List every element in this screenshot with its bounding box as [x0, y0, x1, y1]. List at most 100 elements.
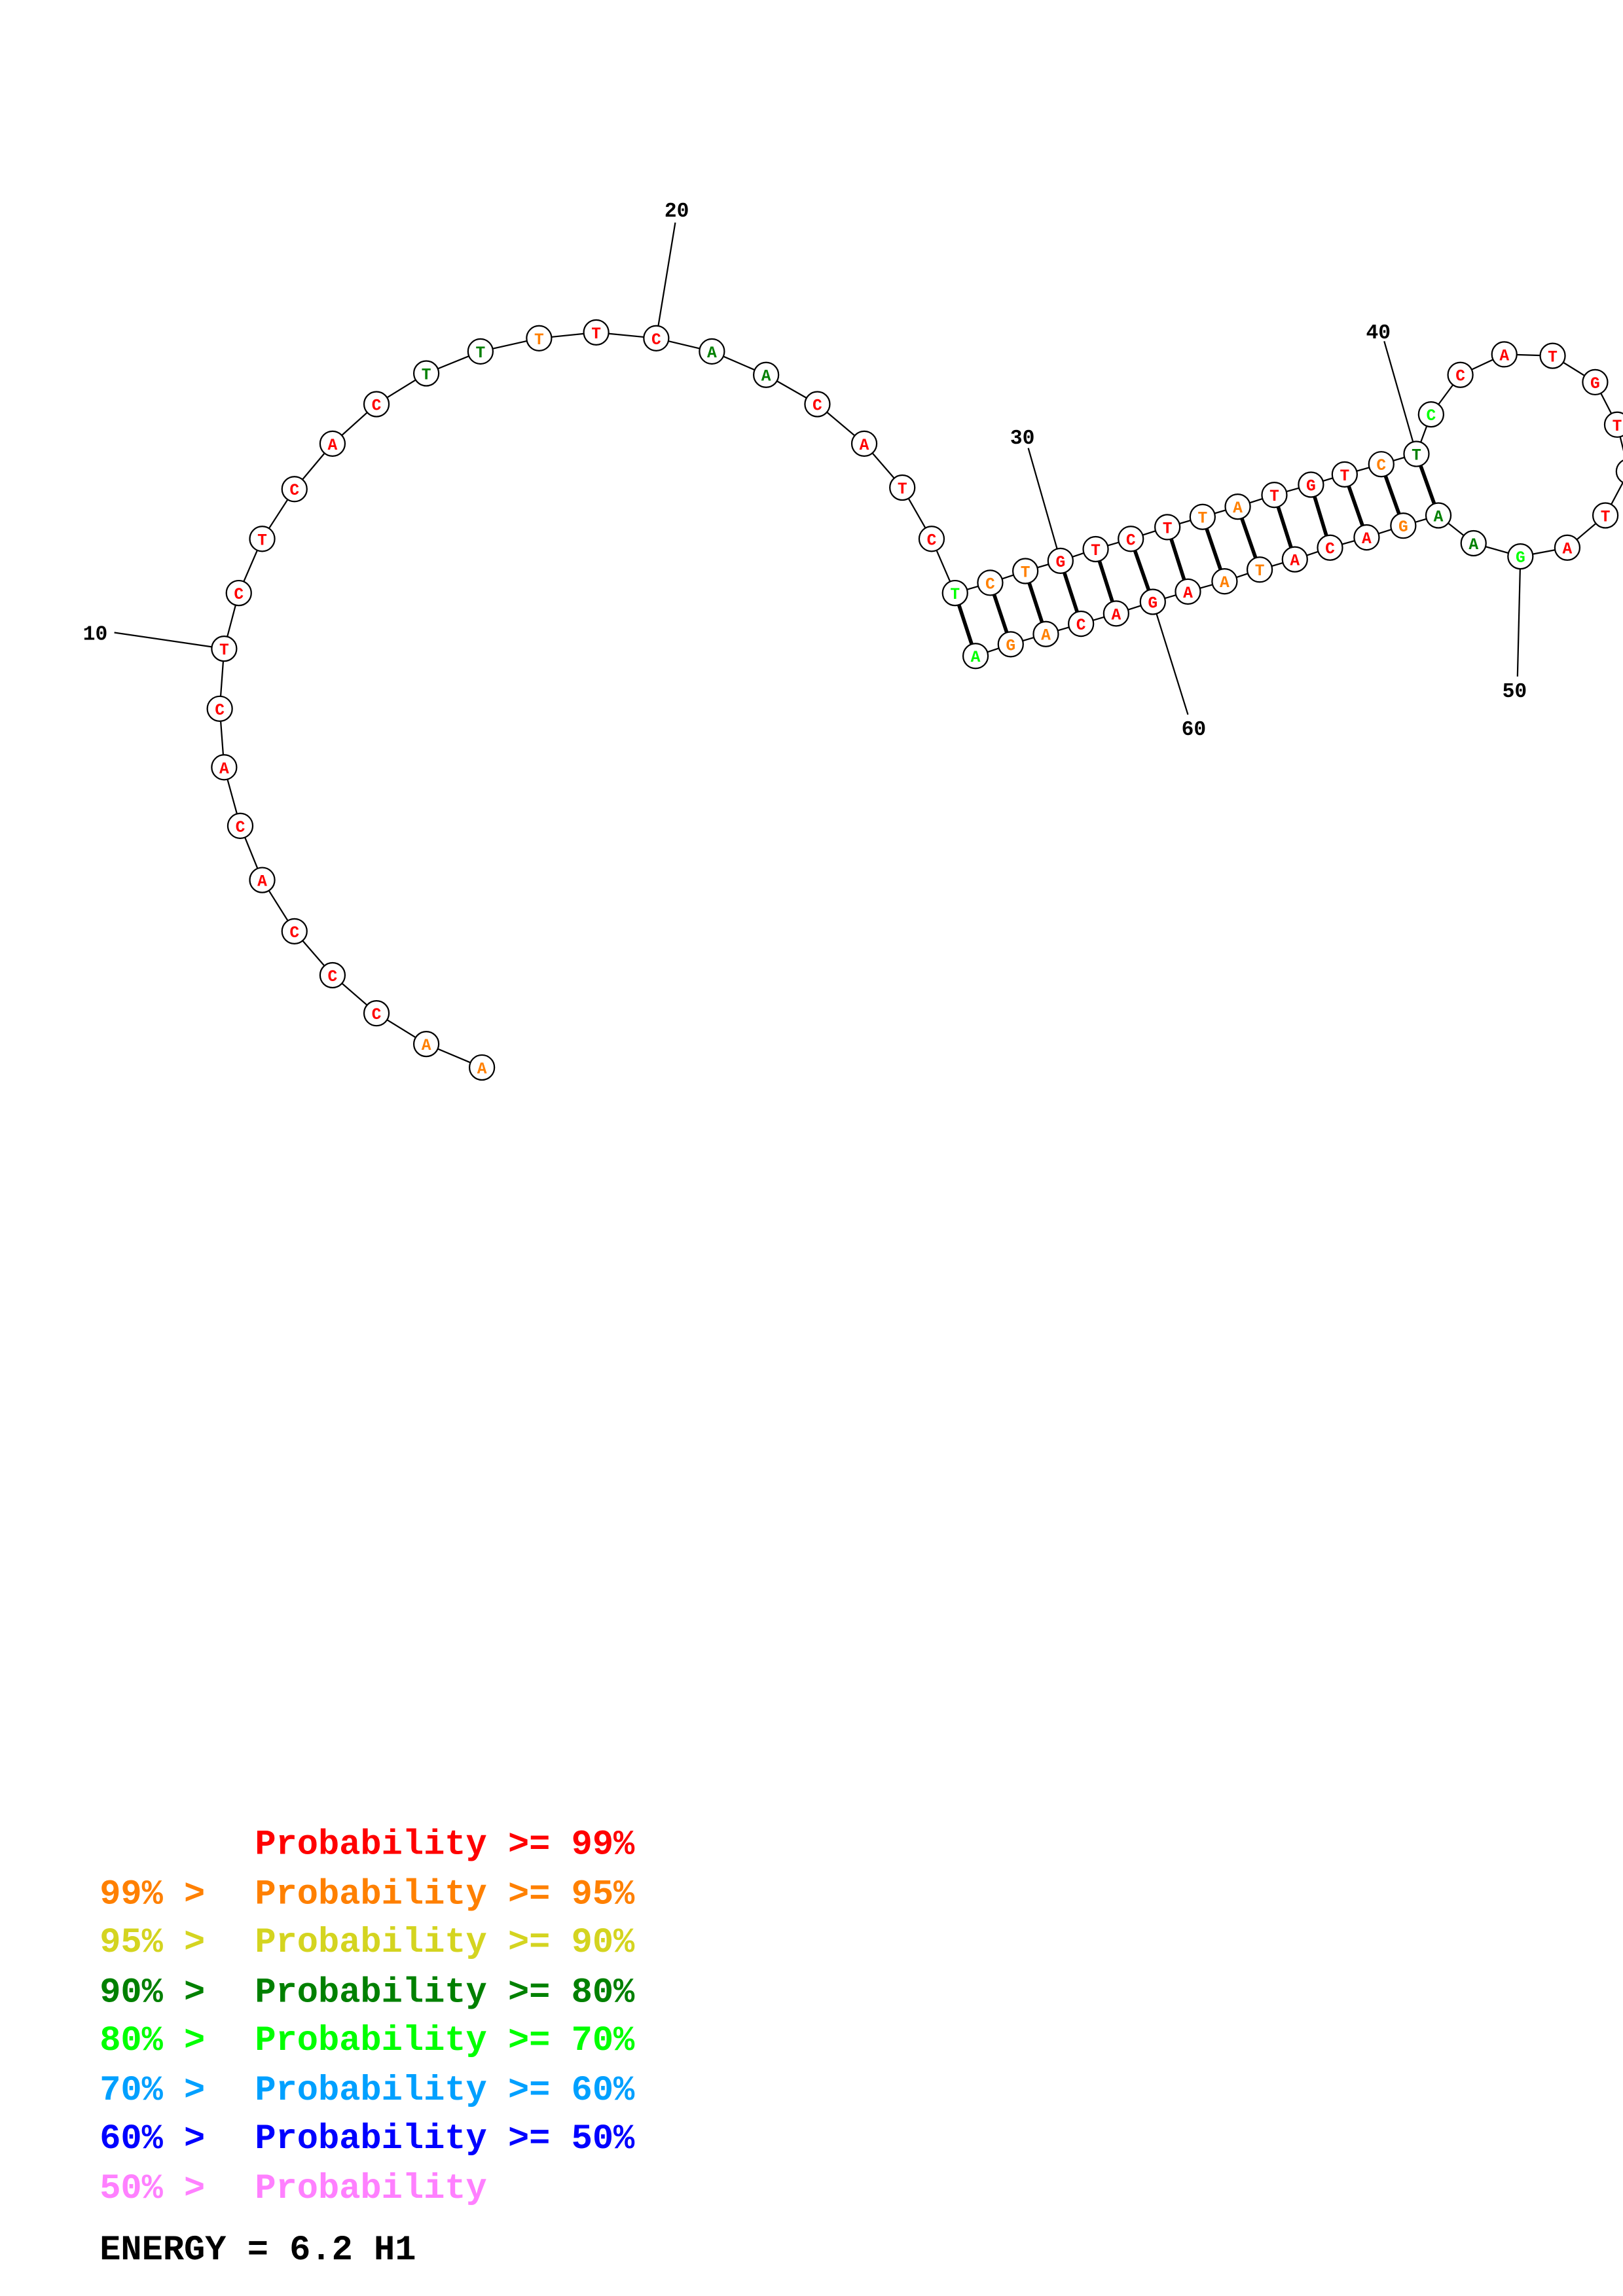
nucleotide: A — [1460, 529, 1487, 557]
nucleotide-letter: T — [1601, 509, 1611, 526]
nucleotide: G — [1390, 512, 1417, 539]
nucleotide: A — [1353, 524, 1380, 551]
nucleotide-circle — [1507, 543, 1534, 570]
nucleotide-letter: T — [219, 642, 229, 660]
legend-row-2: 95% > Probability >= 90% — [100, 1923, 635, 1963]
nucleotide-circle — [1103, 600, 1129, 627]
nucleotide: T — [1154, 514, 1181, 541]
nucleotide-letter: A — [860, 437, 869, 455]
nucleotide-letter: T — [1091, 543, 1101, 560]
nucleotide: C — [1317, 534, 1343, 561]
nucleotide-letter: A — [422, 1037, 431, 1055]
index-tick-line — [1516, 556, 1522, 677]
legend-row-4: 80% > Probability >= 70% — [100, 2021, 635, 2061]
nucleotide-letter: A — [1290, 553, 1300, 571]
nucleotide-circle — [249, 526, 276, 552]
nucleotide: C — [1368, 451, 1395, 478]
nucleotide-circle — [850, 430, 878, 457]
nucleotide-letter: T — [534, 332, 544, 350]
nucleotide-letter: C — [215, 702, 225, 720]
nucleotide-letter: T — [1021, 564, 1030, 582]
nucleotide-circle — [1246, 556, 1273, 583]
nucleotide-letter: T — [898, 481, 907, 499]
nucleotide: A — [1103, 600, 1129, 627]
nucleotide-circle — [1417, 401, 1444, 428]
nucleotide-circle — [1154, 514, 1181, 541]
nucleotide-letter: G — [1148, 595, 1158, 613]
nucleotide: C — [281, 918, 308, 945]
nucleotide-circle — [211, 754, 238, 781]
nucleotide: G — [1047, 547, 1074, 574]
nucleotide-circle — [319, 430, 346, 457]
nucleotide: C — [363, 391, 390, 418]
nucleotide-letter: A — [219, 761, 229, 778]
nucleotide-circle — [1615, 459, 1623, 484]
index-tick-line — [1027, 448, 1061, 562]
nucleotide-letter: A — [1499, 348, 1509, 365]
nucleotide: G — [1139, 588, 1166, 615]
nucleotide: T — [1592, 502, 1619, 529]
nucleotide: G — [1582, 368, 1609, 396]
nucleotide-circle — [225, 579, 252, 607]
nucleotide: A — [1211, 568, 1238, 595]
legend-row-3: 90% > Probability >= 80% — [100, 1973, 635, 2013]
nucleotide: T — [1261, 482, 1288, 509]
nucleotide-letter: A — [971, 649, 981, 667]
nucleotide: A — [1554, 534, 1581, 561]
index-label: 30 — [1010, 427, 1035, 450]
energy-label: ENERGY = 6.2 H1 — [100, 2231, 416, 2270]
nucleotide-circle — [1012, 558, 1039, 584]
nucleotide-letter: A — [1233, 500, 1243, 518]
nucleotide-circle — [1118, 526, 1144, 552]
nucleotide-circle — [1047, 547, 1074, 574]
nucleotide-letter: C — [985, 576, 995, 594]
nucleotide-letter: C — [328, 969, 338, 986]
nucleotide: T — [1331, 461, 1358, 488]
nucleotide-letter: A — [707, 345, 717, 363]
nucleotide-circle — [804, 391, 831, 418]
nucleotide-circle — [583, 319, 610, 346]
nucleotide: C — [281, 476, 308, 503]
index-tick-line — [114, 632, 225, 650]
nucleotide-letter: T — [1548, 350, 1558, 367]
nucleotide-circle — [249, 867, 276, 893]
nucleotide: A — [1032, 620, 1059, 647]
nucleotide-circle — [412, 360, 440, 387]
nucleotide-circle — [753, 361, 780, 388]
nucleotide-letter: G — [1055, 554, 1065, 572]
nucleotide-circle — [1592, 502, 1619, 529]
nucleotide-letter: T — [1412, 447, 1421, 465]
nucleotide-letter: T — [1613, 418, 1622, 436]
nucleotide-circle — [319, 961, 346, 989]
nucleotide-circle — [997, 631, 1024, 658]
nucleotide-letter: C — [1126, 532, 1136, 550]
index-tick-line — [1152, 601, 1189, 715]
nucleotide-letter: A — [328, 437, 338, 455]
nucleotide-letter: G — [1006, 637, 1015, 655]
nucleotide-letter: T — [422, 367, 431, 384]
index-label: 10 — [83, 624, 108, 647]
nucleotide-letter: T — [1163, 520, 1173, 538]
nucleotide: T — [467, 338, 494, 365]
nucleotide-circle — [1390, 512, 1417, 539]
nucleotide-circle — [889, 474, 916, 501]
nucleotide-circle — [1211, 568, 1238, 595]
nucleotide-circle — [1368, 451, 1395, 478]
nucleotide-letter: A — [1434, 509, 1444, 526]
nucleotide-circle — [1353, 524, 1380, 551]
nucleotide: C — [206, 695, 233, 722]
legend-row-5: 70% > Probability >= 60% — [100, 2071, 635, 2111]
nucleotide-circle — [206, 695, 233, 722]
nucleotide-circle — [962, 643, 989, 670]
nucleotide: C — [363, 1000, 390, 1027]
nucleotide: A — [1175, 578, 1201, 605]
nucleotide: A — [211, 754, 238, 781]
nucleotide-letter: T — [257, 532, 267, 550]
nucleotide: T — [1012, 558, 1039, 584]
nucleotide: A — [412, 1031, 440, 1058]
nucleotide-circle — [467, 338, 494, 365]
nucleotide-letter: T — [1269, 488, 1279, 506]
nucleotide: A — [753, 361, 780, 388]
